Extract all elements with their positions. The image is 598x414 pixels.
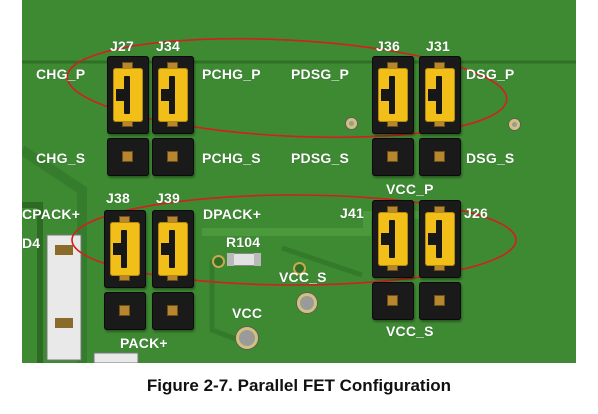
label-j41: J41	[340, 205, 364, 221]
jumper-shunt-j36[interactable]	[378, 68, 408, 122]
jumper-header-j39[interactable]	[152, 210, 194, 288]
label-j31: J31	[426, 38, 450, 54]
pin-header-chg-s	[107, 138, 149, 176]
jumper-header-j27[interactable]	[107, 56, 149, 134]
jumper-shunt-j26[interactable]	[425, 212, 455, 266]
pin-header-pchg-s	[152, 138, 194, 176]
jumper-shunt-j34[interactable]	[158, 68, 188, 122]
label-j26: J26	[464, 205, 488, 221]
label-pdsg-p: PDSG_P	[291, 66, 349, 82]
label-vcc-s-mid: VCC_S	[279, 269, 327, 285]
label-cpack: CPACK+	[22, 206, 81, 222]
pin-header-vcc-s	[372, 282, 414, 320]
test-point-vcc-s	[297, 293, 317, 313]
label-pack: PACK+	[120, 335, 168, 351]
via	[509, 119, 520, 130]
jumper-header-j41[interactable]	[372, 200, 414, 278]
label-dpack: DPACK+	[203, 206, 262, 222]
via	[293, 262, 306, 275]
jumper-header-j38[interactable]	[104, 210, 146, 288]
jumper-shunt-j39[interactable]	[158, 222, 188, 276]
resistor-r104	[227, 253, 261, 266]
jumper-header-j26[interactable]	[419, 200, 461, 278]
label-j38: J38	[106, 190, 130, 206]
label-vcc-p: VCC_P	[386, 181, 434, 197]
label-pchg-s: PCHG_S	[202, 150, 261, 166]
jumper-header-j36[interactable]	[372, 56, 414, 134]
label-pchg-p: PCHG_P	[202, 66, 261, 82]
label-j36: J36	[376, 38, 400, 54]
label-d4: D4	[22, 235, 41, 251]
jumper-shunt-j31[interactable]	[425, 68, 455, 122]
label-j34: J34	[156, 38, 180, 54]
jumper-header-j31[interactable]	[419, 56, 461, 134]
jumper-shunt-j41[interactable]	[378, 212, 408, 266]
label-j39: J39	[156, 190, 180, 206]
figure-caption: Figure 2-7. Parallel FET Configuration	[146, 376, 452, 395]
jumper-shunt-j38[interactable]	[110, 222, 140, 276]
label-dsg-s: DSG_S	[466, 150, 515, 166]
label-vcc: VCC	[232, 305, 263, 321]
via	[212, 255, 225, 268]
label-pdsg-s: PDSG_S	[291, 150, 349, 166]
label-r104: R104	[226, 234, 261, 250]
pin-header-pack	[104, 292, 146, 330]
label-dsg-p: DSG_P	[466, 66, 515, 82]
label-vcc-s-bottom: VCC_S	[386, 323, 434, 339]
label-chg-s: CHG_S	[36, 150, 86, 166]
pin-header-pdsg-s	[372, 138, 414, 176]
jumper-shunt-j27[interactable]	[113, 68, 143, 122]
pin-header-dsg-s	[419, 138, 461, 176]
via	[346, 118, 357, 129]
label-chg-p: CHG_P	[36, 66, 86, 82]
pin-header-pack-2	[152, 292, 194, 330]
label-j27: J27	[110, 38, 134, 54]
test-point-vcc	[236, 327, 258, 349]
pcb-photo: J27 J34 J36 J31 CHG_P PCHG_P PDSG_P DSG_…	[22, 0, 576, 363]
pin-header-vcc-s-2	[419, 282, 461, 320]
jumper-header-j34[interactable]	[152, 56, 194, 134]
